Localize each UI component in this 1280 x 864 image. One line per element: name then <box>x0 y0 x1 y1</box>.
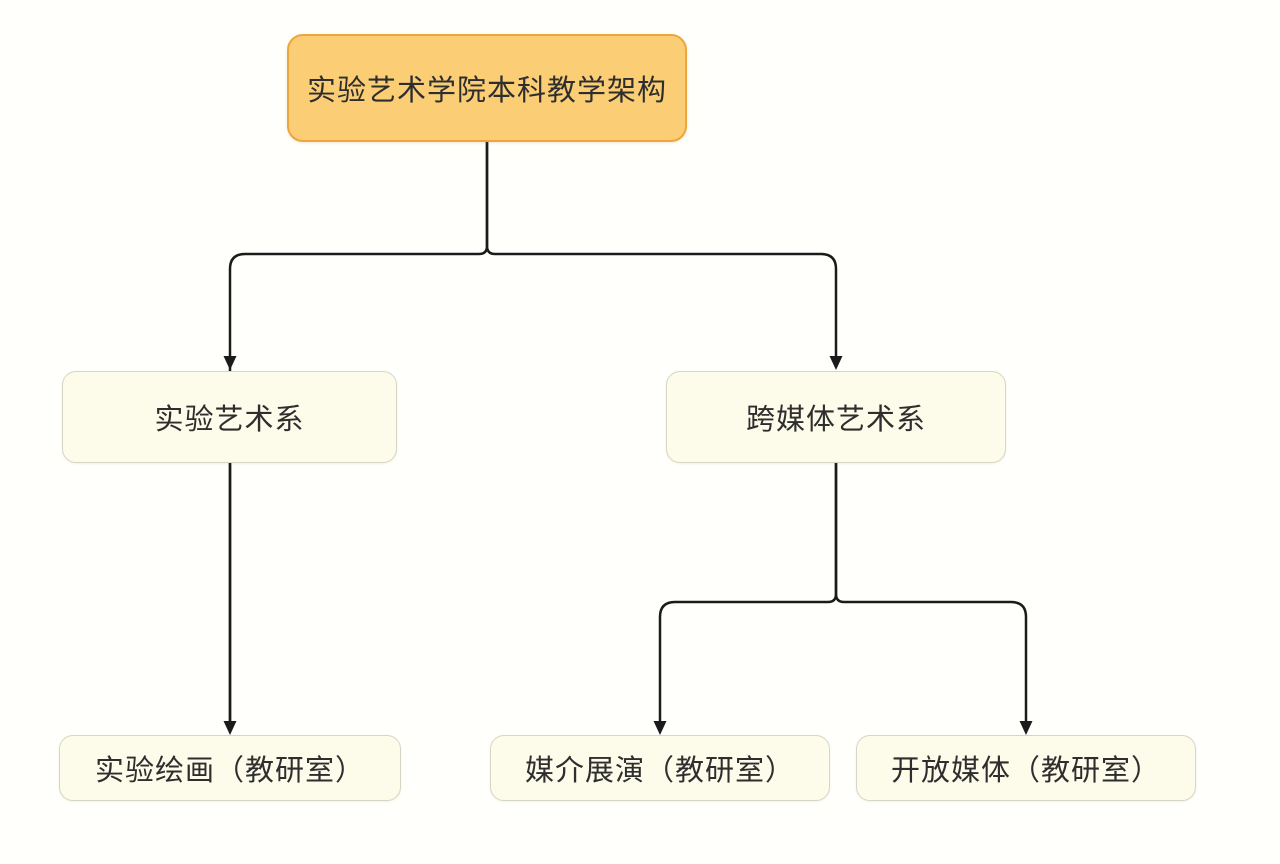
node-label: 媒介展演（教研室） <box>524 755 795 787</box>
node-office-open-media[interactable]: 开放媒体（教研室） <box>856 735 1196 801</box>
node-label: 实验艺术系 <box>154 404 305 436</box>
arrow-down-icon <box>653 721 667 735</box>
node-label: 开放媒体（教研室） <box>890 755 1161 787</box>
arrow-down-icon <box>1019 721 1033 735</box>
node-label: 跨媒体艺术系 <box>745 404 926 436</box>
node-label: 实验艺术学院本科教学架构 <box>306 75 667 107</box>
node-dept-crossmedia-art[interactable]: 跨媒体艺术系 <box>666 371 1006 463</box>
node-office-experimental-painting[interactable]: 实验绘画（教研室） <box>59 735 401 801</box>
node-dept-experimental-art[interactable]: 实验艺术系 <box>62 371 397 463</box>
arrow-down-icon <box>829 356 843 370</box>
node-label: 实验绘画（教研室） <box>94 755 365 787</box>
arrow-down-icon <box>223 356 237 370</box>
edge-dept2-to-office2 <box>658 461 838 724</box>
edge-dept2-to-office3 <box>834 461 1028 724</box>
node-root-teaching-structure[interactable]: 实验艺术学院本科教学架构 <box>287 34 687 142</box>
edge-root-to-dept2 <box>485 140 838 359</box>
arrow-down-icon <box>223 721 237 735</box>
node-office-media-exhibition[interactable]: 媒介展演（教研室） <box>490 735 830 801</box>
